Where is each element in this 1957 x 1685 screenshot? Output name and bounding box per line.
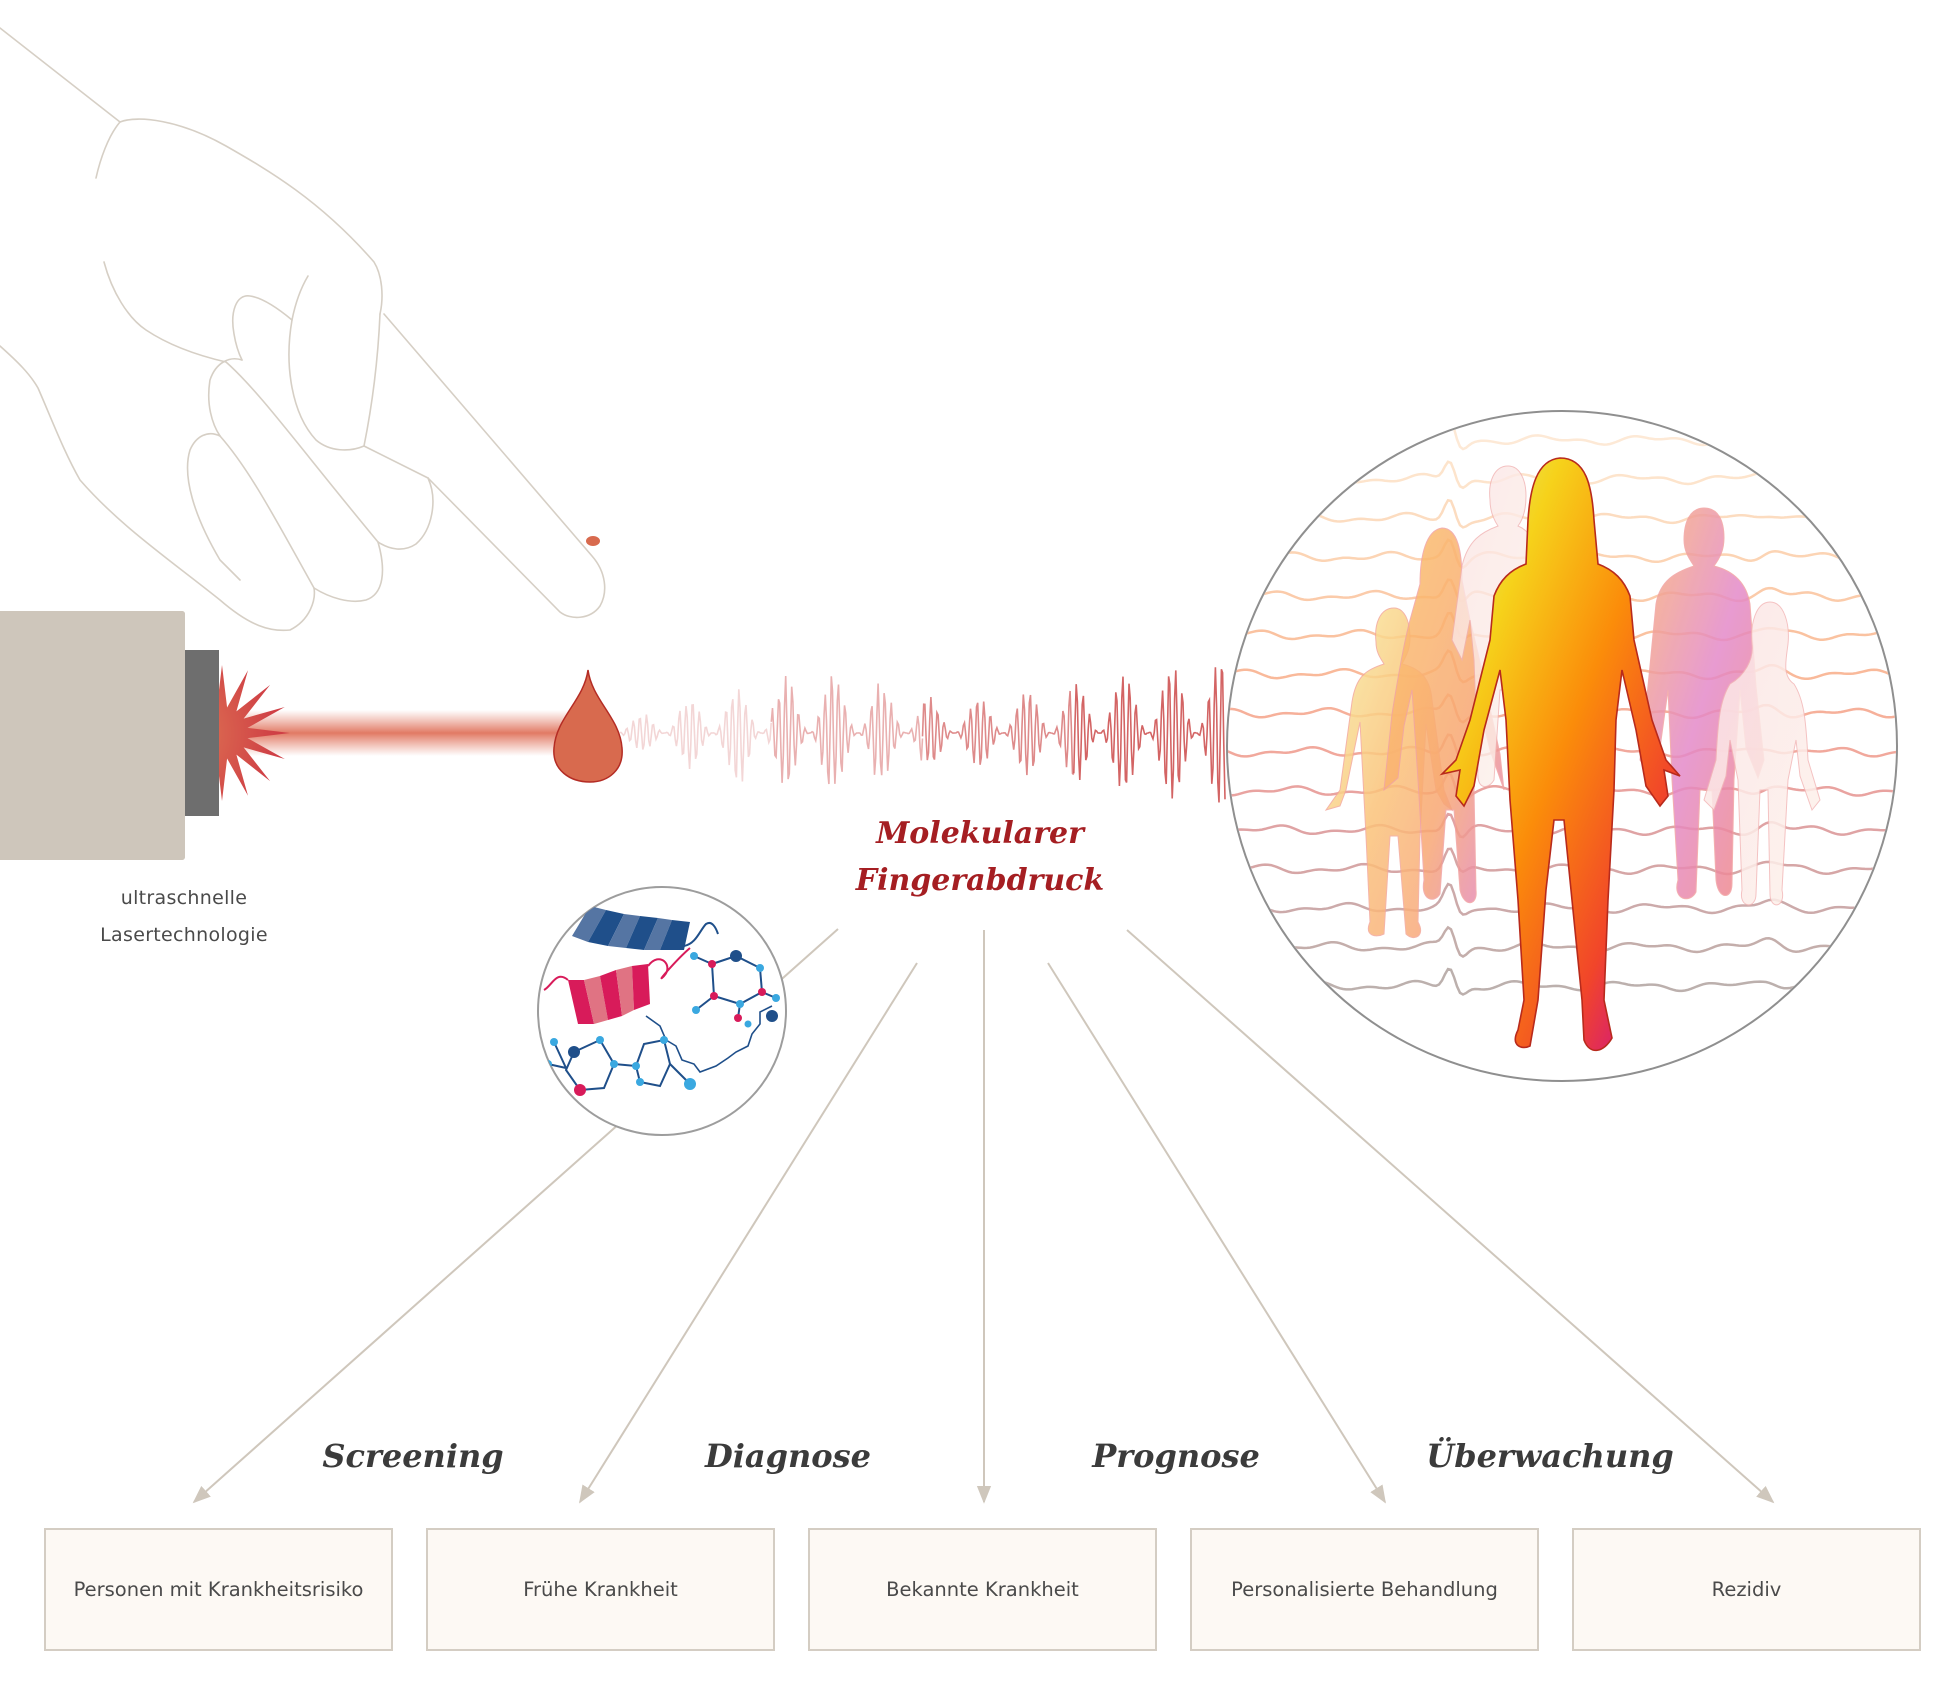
spectral-trace xyxy=(1228,882,1896,916)
arrow-monitoring xyxy=(1047,962,1386,1504)
blood-drop-icon xyxy=(553,669,623,783)
human-population-icon xyxy=(1226,410,1898,1082)
stage-screening: Screening xyxy=(322,1437,504,1475)
spectral-trace xyxy=(1228,847,1896,876)
person-silhouette xyxy=(1703,601,1821,906)
laser-housing xyxy=(0,611,185,860)
blood-spot-icon xyxy=(586,536,600,546)
outcome-box-personalized-treatment: Personalisierte Behandlung xyxy=(1190,1528,1539,1651)
connector-arrows xyxy=(192,928,1775,1504)
stage-diagnose: Diagnose xyxy=(705,1437,871,1475)
outcome-box-recurrence: Rezidiv xyxy=(1572,1528,1921,1651)
fingerprint-title-line2: Fingerabdruck xyxy=(855,863,1105,898)
wave-segment xyxy=(1073,667,1226,803)
stage-prognose: Prognose xyxy=(1092,1437,1260,1475)
person-silhouette-main xyxy=(1439,457,1681,1052)
person-silhouette xyxy=(1639,507,1765,900)
arrow-recurrence xyxy=(1126,929,1775,1504)
outcome-label: Personalisierte Behandlung xyxy=(1231,1578,1498,1601)
fingerprint-title-line1: Molekularer xyxy=(876,816,1084,851)
outcome-label: Bekannte Krankheit xyxy=(886,1578,1079,1601)
laser-burst-icon xyxy=(0,611,290,860)
outcome-box-early-disease: Frühe Krankheit xyxy=(426,1528,775,1651)
outcome-label: Personen mit Krankheitsrisiko xyxy=(73,1578,364,1601)
pointing-hand-icon xyxy=(0,27,606,632)
wave-segment xyxy=(921,690,1075,776)
outcome-label: Frühe Krankheit xyxy=(523,1578,678,1601)
laser-caption-line1: ultraschnelle xyxy=(120,887,248,909)
outcome-label: Rezidiv xyxy=(1711,1578,1782,1601)
spectral-trace xyxy=(1228,967,1896,996)
wave-segment xyxy=(770,675,924,785)
wave-segment xyxy=(619,689,772,782)
stage-monitoring: Überwachung xyxy=(1426,1437,1674,1475)
fingerprint-title: Molekularer Fingerabdruck xyxy=(820,810,1140,904)
spectral-trace xyxy=(1228,925,1896,958)
laser-caption: ultraschnelle Lasertechnologie xyxy=(34,880,334,954)
arrow-diagnose xyxy=(579,962,918,1504)
laser-caption-line2: Lasertechnologie xyxy=(100,924,268,946)
outcome-box-risk: Personen mit Krankheitsrisiko xyxy=(44,1528,393,1651)
molecules-icon xyxy=(537,886,787,1136)
molecular-fingerprint-wave xyxy=(619,667,1226,803)
outcome-box-known-disease: Bekannte Krankheit xyxy=(808,1528,1157,1651)
